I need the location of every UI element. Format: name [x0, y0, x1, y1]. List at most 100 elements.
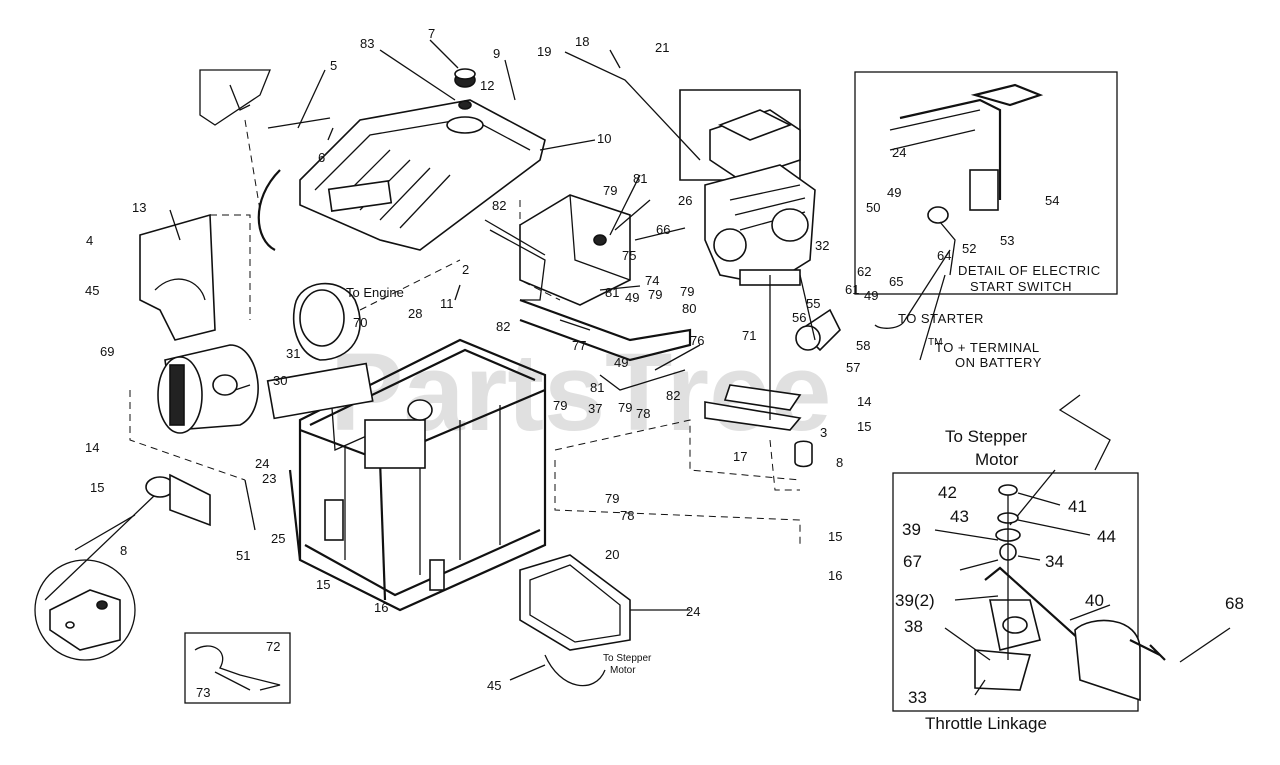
- part-label: 15: [316, 577, 330, 592]
- part-label: 71: [742, 328, 756, 343]
- part-label: 43: [950, 507, 969, 526]
- part-label: 57: [846, 360, 860, 375]
- part-label: 21: [655, 40, 669, 55]
- part-label: 75: [622, 248, 636, 263]
- part-label: 40: [1085, 591, 1104, 610]
- part-label: 9: [493, 46, 500, 61]
- part-label: 15: [857, 419, 871, 434]
- magnified-circle: [34, 559, 136, 661]
- detail-title-line1: DETAIL OF ELECTRIC: [958, 263, 1101, 278]
- part-label: 82: [666, 388, 680, 403]
- part-label: 49: [864, 288, 878, 303]
- leader-lines: [169, 39, 1111, 696]
- engine-icon: [679, 89, 816, 286]
- part-label: 79: [603, 183, 617, 198]
- part-label: 66: [656, 222, 670, 237]
- to-stepper-big-line1: To Stepper: [945, 427, 1028, 446]
- part-label: 37: [588, 401, 602, 416]
- part-label: 14: [85, 440, 99, 455]
- part-label: 4: [86, 233, 93, 248]
- part-label: 15: [828, 529, 842, 544]
- part-label: 74: [645, 273, 659, 288]
- part-label: 6: [318, 150, 325, 165]
- throttle-linkage-caption: Throttle Linkage: [925, 714, 1047, 733]
- alternator-icon: [157, 344, 259, 434]
- part-label: 62: [857, 264, 871, 279]
- part-label: 32: [815, 238, 829, 253]
- part-label: 12: [480, 78, 494, 93]
- to-terminal-line1: TO + TERMINAL: [935, 340, 1040, 355]
- part-label: 52: [962, 241, 976, 256]
- part-label: 79: [605, 491, 619, 506]
- part-label: 49: [625, 290, 639, 305]
- part-label: 53: [1000, 233, 1014, 248]
- fuel-tank-icon: [299, 68, 546, 251]
- part-label: 81: [633, 171, 647, 186]
- part-label: 5: [330, 58, 337, 73]
- part-label: 20: [605, 547, 619, 562]
- part-label: 80: [682, 301, 696, 316]
- part-label: 45: [85, 283, 99, 298]
- part-label: 15: [90, 480, 104, 495]
- part-label: 24: [892, 145, 906, 160]
- part-label: 81: [605, 285, 619, 300]
- part-label: 44: [1097, 527, 1116, 546]
- throttle-frame: [892, 472, 1139, 712]
- part-label: 10: [597, 131, 611, 146]
- part-label: 3: [820, 425, 827, 440]
- part-label: 49: [887, 185, 901, 200]
- battery-tray: [519, 554, 631, 687]
- detail-frame: [854, 71, 1118, 295]
- part-label: 16: [828, 568, 842, 583]
- part-label: 30: [273, 373, 287, 388]
- part-label: 2: [462, 262, 469, 277]
- part-label: 25: [271, 531, 285, 546]
- part-label: 54: [1045, 193, 1059, 208]
- to-stepper-big-line2: Motor: [975, 450, 1019, 469]
- part-label: 58: [856, 338, 870, 353]
- to-stepper-small-line2: Motor: [610, 665, 636, 676]
- part-label: 42: [938, 483, 957, 502]
- part-label: 16: [374, 600, 388, 615]
- part-label: 38: [904, 617, 923, 636]
- part-label: 33: [908, 688, 927, 707]
- part-label: 45: [487, 678, 501, 693]
- part-label: 39: [902, 520, 921, 539]
- detail-title-line2: START SWITCH: [970, 279, 1072, 294]
- part-label: 51: [236, 548, 250, 563]
- shroud-panel: [139, 213, 251, 341]
- part-label: 7: [428, 26, 435, 41]
- part-label: 78: [636, 406, 650, 421]
- part-label: 64: [937, 248, 951, 263]
- part-label: 55: [806, 296, 820, 311]
- part-label: 19: [537, 44, 551, 59]
- to-stepper-small-line1: To Stepper: [603, 653, 652, 664]
- part-label: 68: [1225, 594, 1244, 613]
- part-label: 79: [618, 400, 632, 415]
- part-label: 82: [492, 198, 506, 213]
- detail-box-72-73: [184, 632, 291, 704]
- part-label: 17: [733, 449, 747, 464]
- part-label: 61: [845, 282, 859, 297]
- blower-housing: [293, 282, 361, 361]
- part-label: 41: [1068, 497, 1087, 516]
- part-label: 79: [553, 398, 567, 413]
- part-label: 24: [686, 604, 700, 619]
- part-label: 26: [678, 193, 692, 208]
- part-label: 24: [255, 456, 269, 471]
- part-label: 39(2): [895, 591, 935, 610]
- to-terminal-line2: ON BATTERY: [955, 355, 1042, 370]
- part-label: 18: [575, 34, 589, 49]
- part-label: 31: [286, 346, 300, 361]
- part-label: 11: [440, 296, 454, 311]
- frame-icon: [266, 338, 547, 612]
- battery-icon: [489, 194, 631, 306]
- part-label: 65: [889, 274, 903, 289]
- part-label: 50: [866, 200, 880, 215]
- part-label: 78: [620, 508, 634, 523]
- part-label: 69: [100, 344, 114, 359]
- part-label: 28: [408, 306, 422, 321]
- part-label: 79: [680, 284, 694, 299]
- part-label: 77: [572, 338, 586, 353]
